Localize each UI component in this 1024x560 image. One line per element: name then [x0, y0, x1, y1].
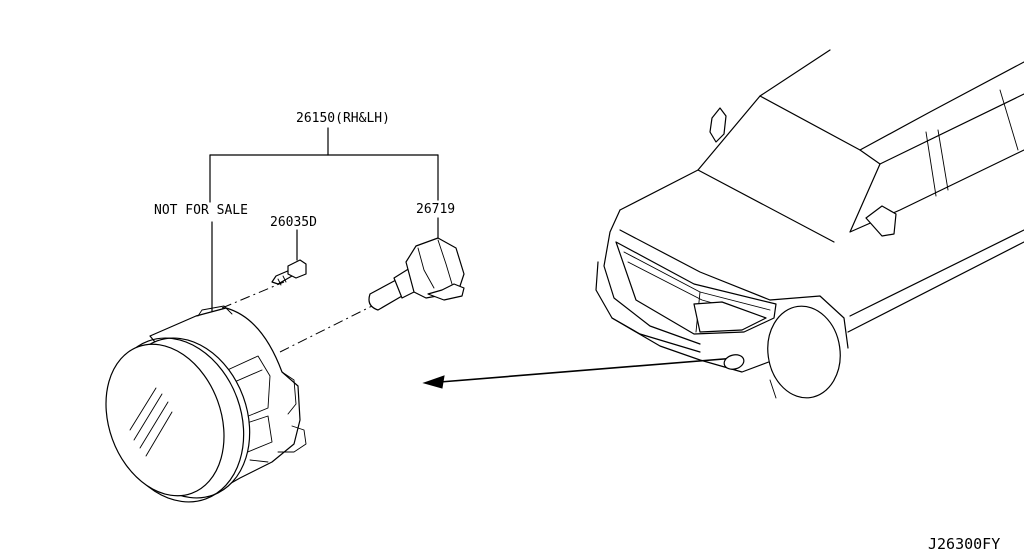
label-assembly-26150: 26150(RH&LH) [296, 111, 390, 126]
leader-lines [209, 127, 439, 313]
bulb-part [368, 237, 465, 311]
fog-lamp-location-marker [723, 354, 745, 370]
assembly-guide-lines [221, 281, 373, 353]
label-diagram-code: J26300FY [928, 535, 1000, 553]
vehicle-illustration [595, 49, 1024, 399]
location-arrow [422, 357, 737, 389]
label-screw-26035d: 26035D [270, 215, 317, 230]
label-bulb-26719: 26719 [416, 202, 455, 217]
screw-part [271, 259, 307, 286]
label-not-for-sale: NOT FOR SALE [154, 203, 248, 218]
fog-lamp-housing [105, 305, 307, 503]
